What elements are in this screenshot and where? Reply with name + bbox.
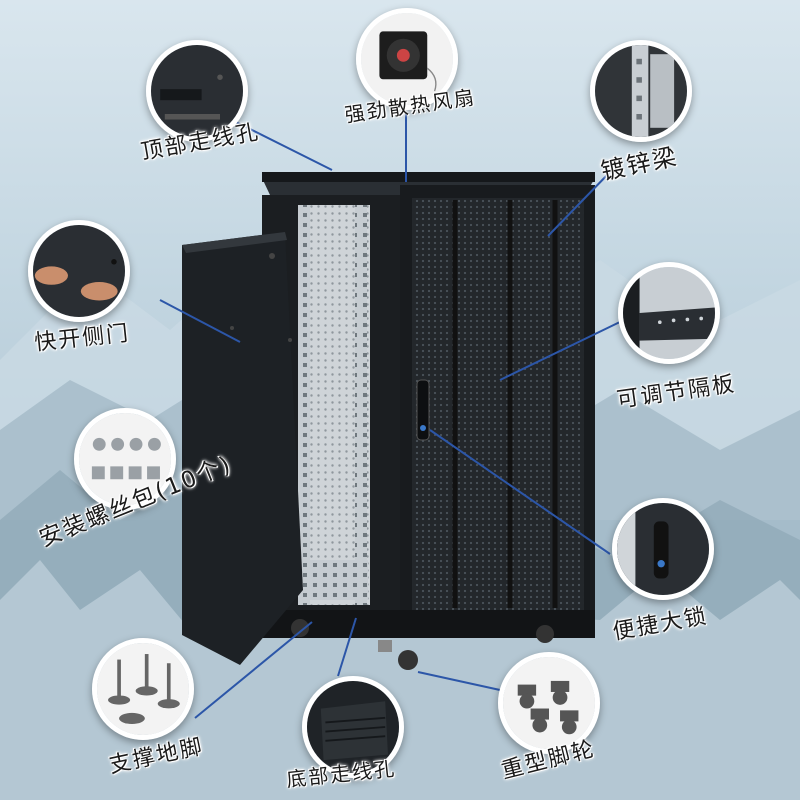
adjustable-shelf-photo <box>618 262 720 364</box>
support-feet-photo <box>92 638 194 740</box>
cooling-fan-photo <box>356 8 458 110</box>
quick-side-door-photo <box>28 220 130 322</box>
screw-pack-photo <box>74 408 176 510</box>
convenient-lock-photo <box>612 498 714 600</box>
bottom-cable-hole-photo <box>302 676 404 778</box>
heavy-casters-photo <box>498 652 600 754</box>
galvanized-beam-photo <box>590 40 692 142</box>
top-cable-hole-photo <box>146 40 248 142</box>
